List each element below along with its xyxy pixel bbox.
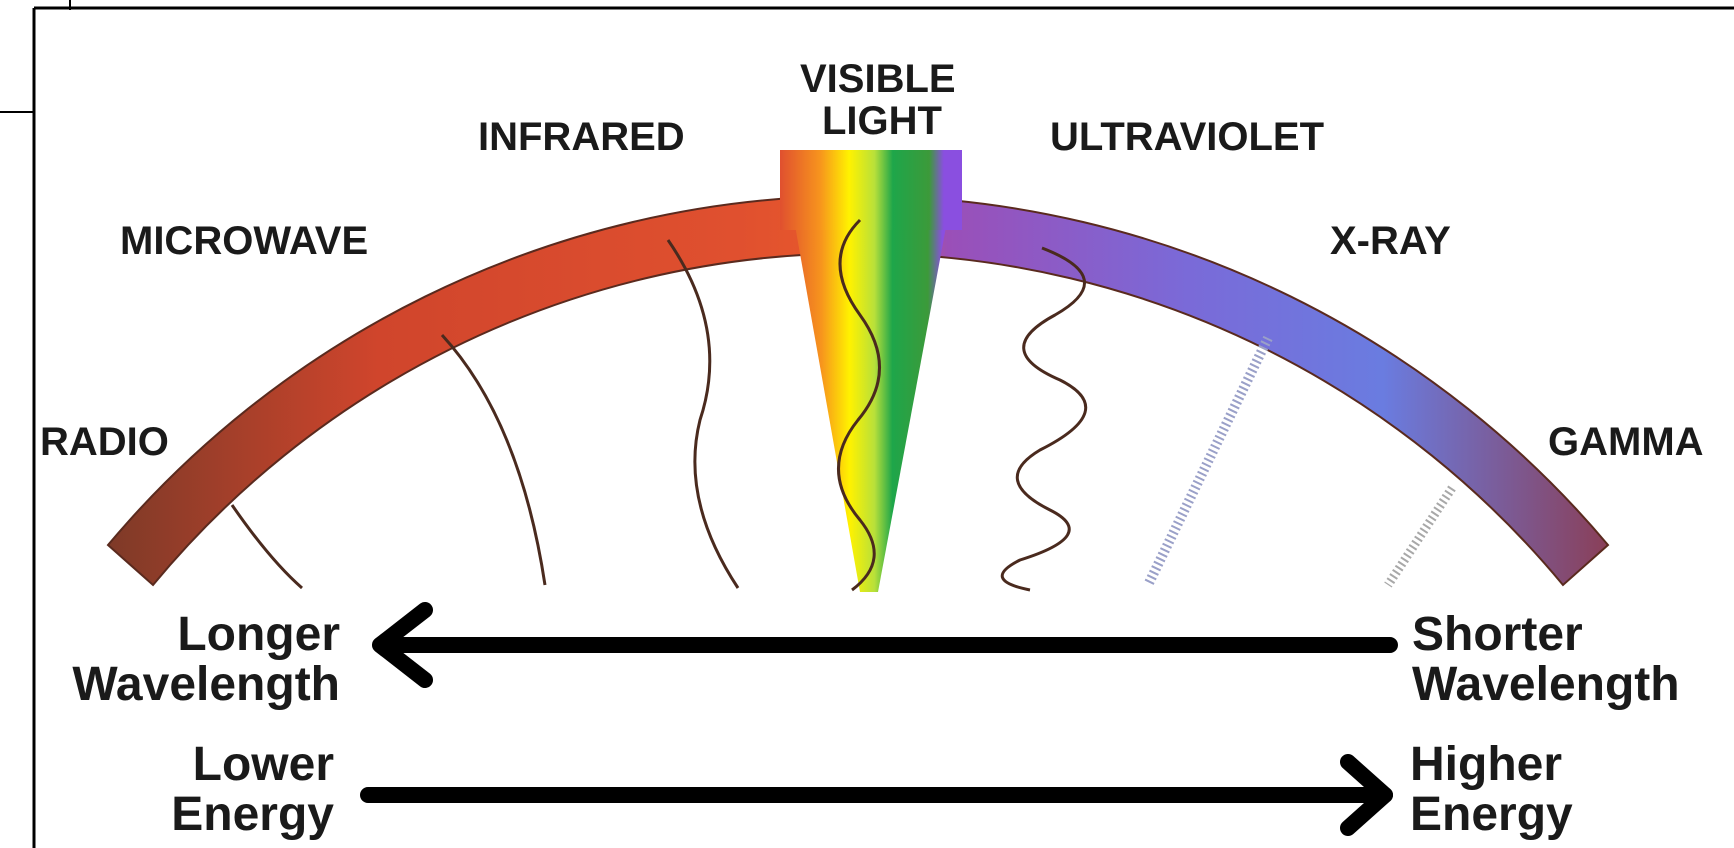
label-ultraviolet: ULTRAVIOLET bbox=[1050, 115, 1324, 159]
shorter-wavelength-line2: Wavelength bbox=[1412, 658, 1680, 711]
label-visible-line1: VISIBLE bbox=[800, 57, 956, 101]
label-visible-line2: LIGHT bbox=[822, 99, 942, 143]
gamma-wave bbox=[1388, 488, 1452, 585]
visible-light-beam bbox=[780, 150, 962, 592]
xray-wave bbox=[1148, 338, 1268, 585]
label-gamma: GAMMA bbox=[1548, 420, 1704, 464]
wavelength-arrow bbox=[380, 610, 1390, 680]
label-microwave: MICROWAVE bbox=[120, 219, 368, 263]
longer-wavelength-line2: Wavelength bbox=[72, 658, 340, 711]
infrared-wave bbox=[668, 240, 738, 588]
label-infrared: INFRARED bbox=[478, 115, 685, 159]
longer-wavelength-line1: Longer bbox=[177, 608, 340, 661]
microwave-wave bbox=[442, 335, 545, 585]
ultraviolet-wave bbox=[1002, 248, 1085, 590]
higher-energy-line1: Higher bbox=[1410, 738, 1562, 791]
lower-energy-line2: Energy bbox=[171, 788, 334, 841]
label-radio: RADIO bbox=[40, 420, 169, 464]
shorter-wavelength-line1: Shorter bbox=[1412, 608, 1583, 661]
energy-arrow bbox=[368, 762, 1385, 828]
higher-energy-line2: Energy bbox=[1410, 788, 1573, 841]
radio-wave bbox=[232, 505, 302, 588]
label-xray: X-RAY bbox=[1330, 219, 1451, 263]
lower-energy-line1: Lower bbox=[193, 738, 334, 791]
